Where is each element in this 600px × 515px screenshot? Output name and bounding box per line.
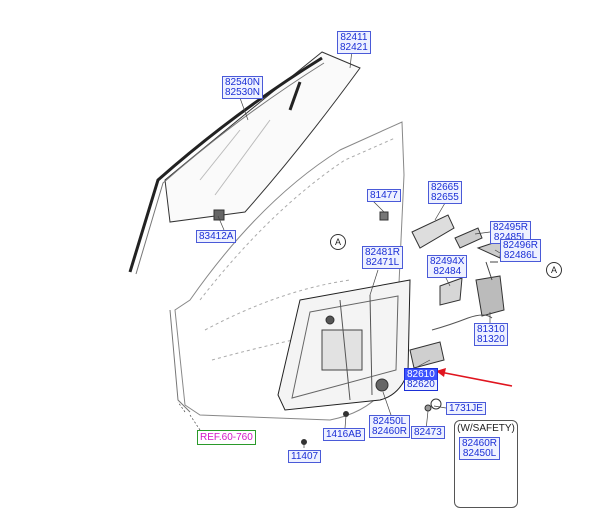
inside-handle [409, 341, 445, 369]
door-latch [475, 275, 505, 317]
label-81477[interactable]: 81477 [367, 189, 401, 202]
label-83412a[interactable]: 83412A [196, 230, 237, 243]
glass-run-channel [128, 56, 323, 273]
callout-a-left: A [330, 234, 346, 250]
label-11407[interactable]: 11407 [288, 450, 322, 463]
callout-a-right: A [546, 262, 562, 278]
window-glass [164, 51, 361, 223]
label-1416ab[interactable]: 1416AB [323, 428, 365, 441]
door-frame [174, 121, 405, 421]
label-82473[interactable]: 82473 [411, 426, 445, 439]
label-1731je[interactable]: 1731JE [446, 402, 486, 415]
ref-label[interactable]: REF.60-760 [197, 430, 256, 445]
outside-handle [411, 214, 455, 249]
safety-title: (W/SAFETY) [457, 423, 515, 434]
highlight-arrow [436, 368, 513, 387]
